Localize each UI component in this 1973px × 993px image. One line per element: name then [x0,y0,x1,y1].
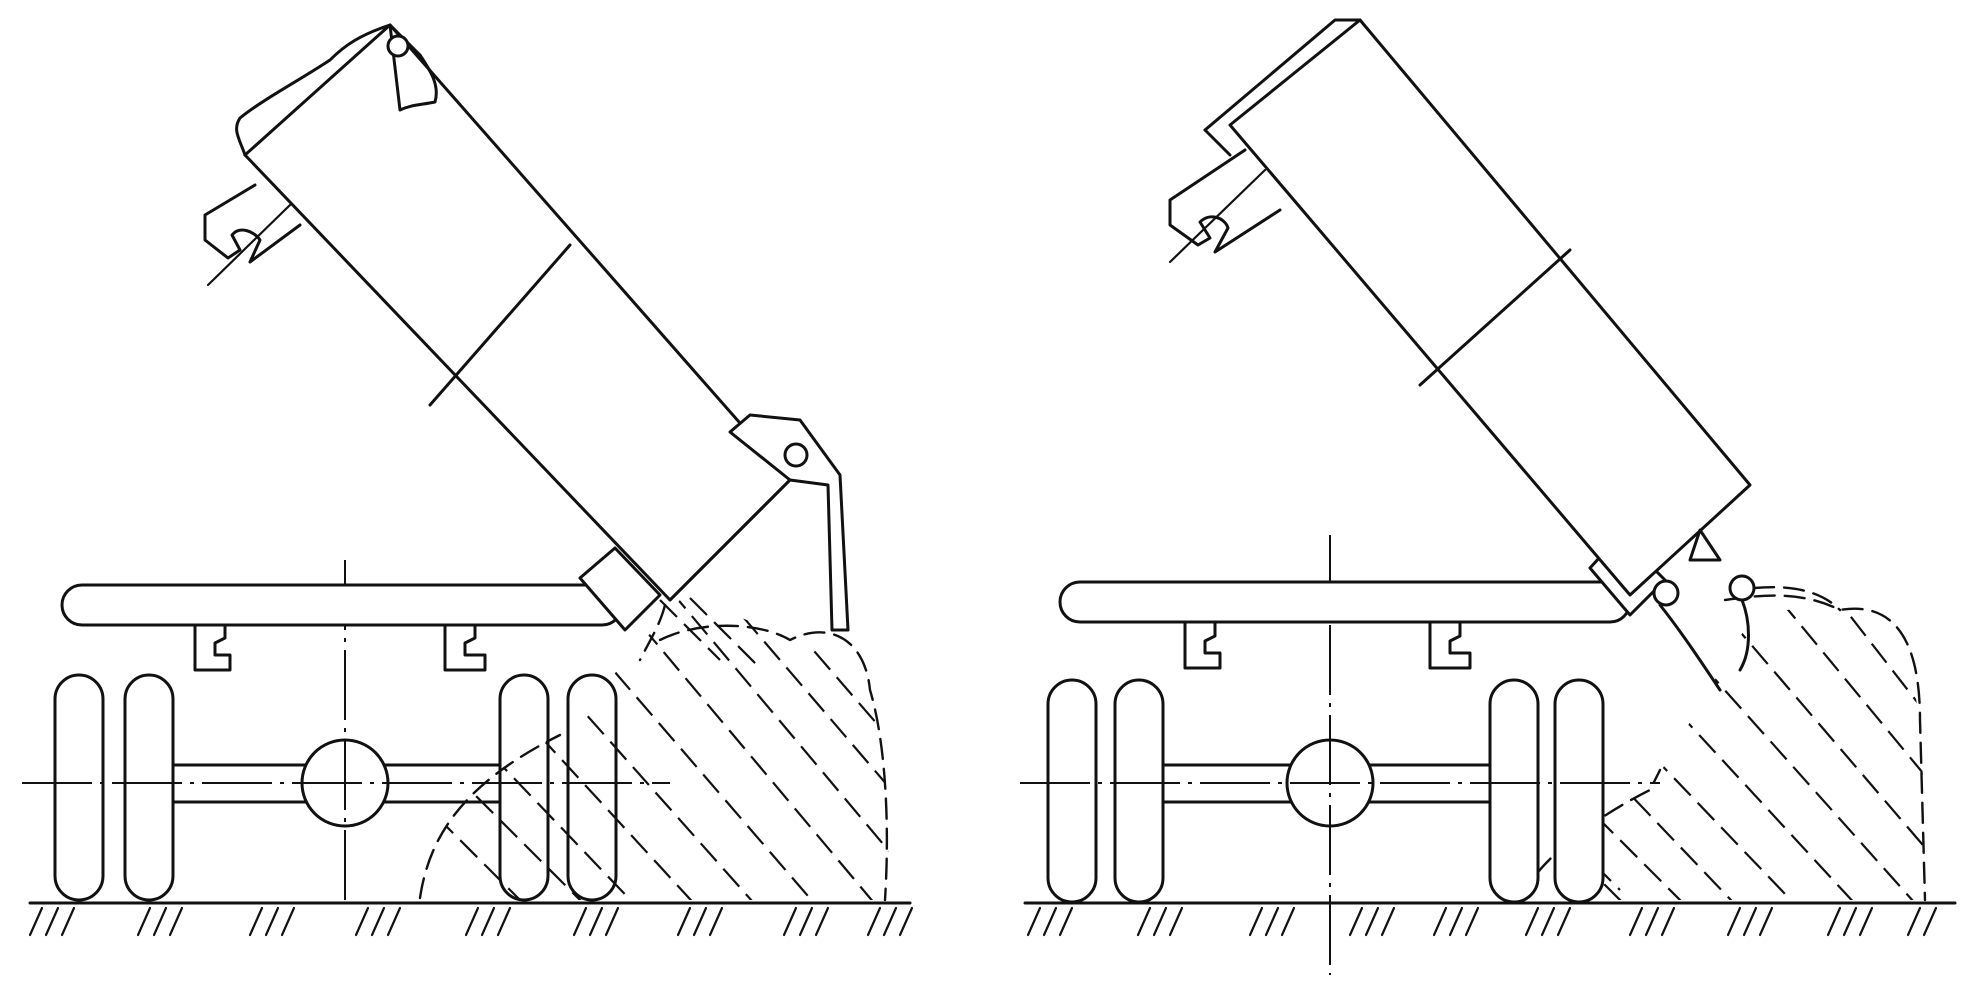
left-frame [60,583,624,672]
right-axle [1020,535,1660,975]
right-ground [1023,901,1957,937]
left-tailgate [668,413,850,632]
right-frame [1058,580,1632,670]
left-discharge [638,603,667,662]
right-panel [1020,18,1957,975]
left-bucket [203,23,792,602]
right-bucket [1168,18,1752,597]
left-hinge [578,546,662,632]
right-flap [1652,574,1842,692]
left-ground [28,901,914,937]
left-material-pile [418,597,890,902]
right-wheels [1046,678,1605,904]
left-wheels [53,673,618,902]
left-axle [22,560,670,905]
left-panel [22,23,914,937]
